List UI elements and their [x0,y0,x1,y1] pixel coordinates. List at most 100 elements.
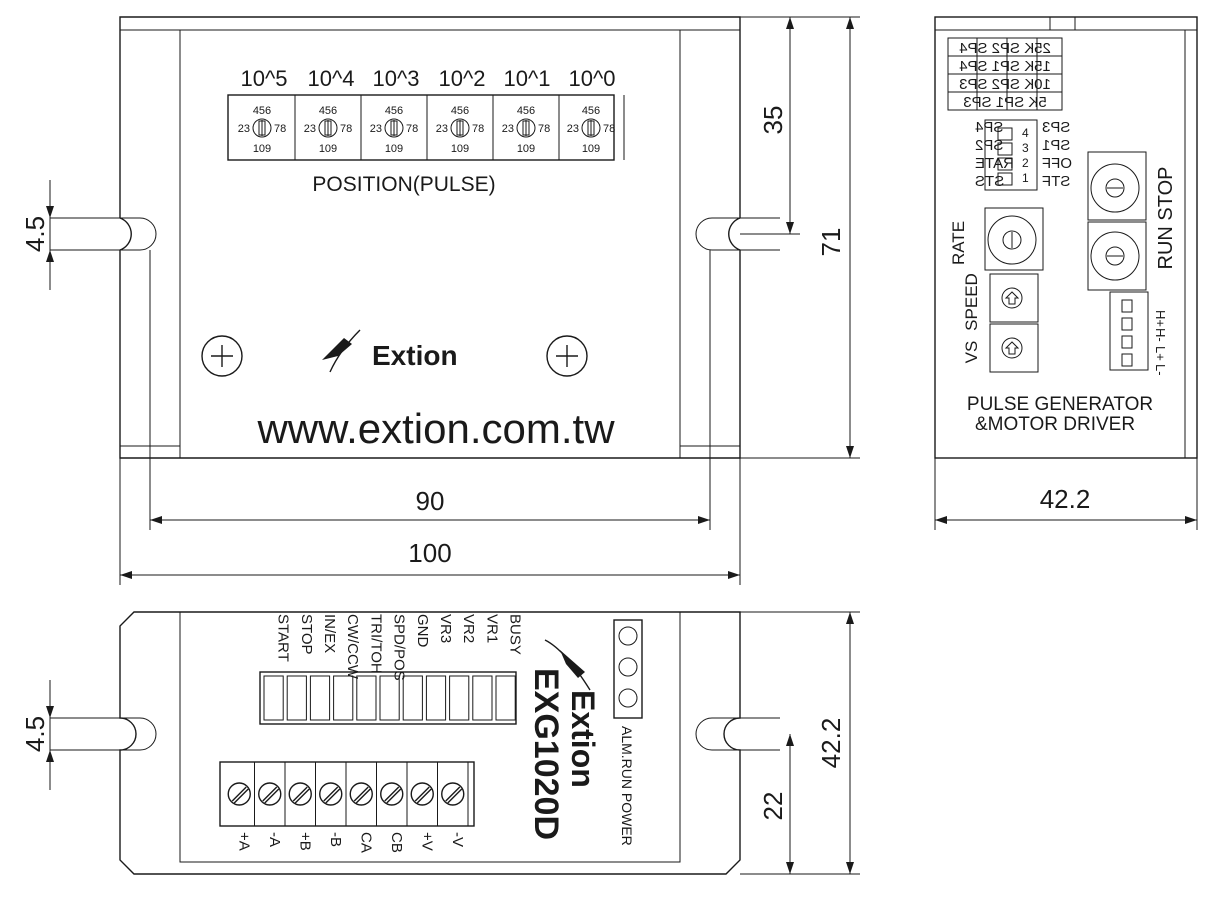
side-view: 25K SP2 SP4 15K SP1 SP4 10K SP2 SP3 5K S… [934,16,1198,459]
height-dimension: 71 [816,228,846,257]
exponent-label: 10^1 [503,66,550,91]
dial-digits-bottom: 109 [517,143,535,155]
run-stop-label: RUN STOP [1155,167,1177,270]
front-brand-name: Extion [565,690,601,788]
table-row: 10K SP2 SP3 [959,76,1051,93]
outer-width-dimension: 100 [408,538,451,568]
terminal-screw-icon [441,782,465,806]
switch-left-label: SP2 [975,137,1003,154]
table-row: 25K SP2 SP4 [959,40,1051,57]
signal-pin [379,675,400,721]
front-slot-dimension: 4.5 [20,716,50,752]
dial-digits-top: 456 [253,105,271,117]
signal-pin [309,675,331,721]
brand-logo: Extion [322,329,458,373]
front-logo-swoosh-icon [544,639,591,691]
front-height-dimension: 42.2 [816,718,846,769]
terminal-screw-icon [349,782,373,806]
dial-digits-bottom: 109 [319,143,337,155]
dial-digits-top: 456 [319,105,337,117]
dial-digits-left: 23 [502,123,514,135]
brand-name: Extion [372,340,458,371]
signal-pin [286,675,307,721]
exponent-label: 10^2 [438,66,485,91]
screw-icon [201,335,243,377]
slot-dimension: 4.5 [20,216,50,252]
position-label: POSITION(PULSE) [312,173,495,196]
switch-left-label: RATE [975,155,1014,172]
signal-label: BUSY [507,614,524,655]
vs-potentiometer-icon [989,323,1039,373]
terminal-label: -A [266,832,283,847]
signal-label: START [275,614,292,662]
signal-label: VR2 [460,614,477,643]
terminal-screw-icon [319,782,343,806]
exponent-label: 10^3 [372,66,419,91]
dial-digits-bottom: 109 [253,143,271,155]
dial-digits-left: 23 [238,123,250,135]
terminal-screw-icon [258,782,282,806]
power-led-icon [618,688,638,708]
dial-digits-bottom: 109 [385,143,403,155]
terminal-screw-icon [380,782,404,806]
signal-label: STOP [298,614,315,655]
signal-label: TRI/TOH [367,614,384,674]
inner-width-dimension: 90 [416,486,445,516]
table-row: 15K SP1 SP4 [959,58,1051,75]
signal-pin [356,675,377,721]
dial-digits-left: 23 [436,123,448,135]
switch-right-label: SP1 [1042,137,1070,154]
signal-label: CW/CCW [344,614,361,680]
terminal-screw-icon [227,782,251,806]
switch-right-label: SP3 [1042,119,1070,136]
switch-left-label: SP4 [975,119,1003,136]
io-label: H- [1153,328,1168,342]
terminal-label: -V [449,832,466,847]
terminal-screw-icon [288,782,312,806]
dial-digits-bottom: 109 [582,143,600,155]
terminal-label: +A [235,832,252,851]
io-connector: H+ H- L+ L- [1109,291,1168,376]
side-view-outline [934,16,1198,459]
io-label: L+ [1153,346,1168,361]
exponent-label: 10^4 [307,66,354,91]
signal-connector [259,671,517,725]
title-line-1: PULSE GENERATOR [967,394,1153,415]
dial-digits-top: 456 [582,105,600,117]
io-label: H+ [1153,310,1168,327]
signal-pin [263,675,284,721]
signal-label: SPD/POS [391,614,408,681]
exponent-label: 10^5 [240,66,287,91]
title-line-2: &MOTOR DRIVER [975,414,1135,435]
alarm-led-icon [618,626,638,646]
terminal-screw-icon [410,782,434,806]
switch-number: 3 [1022,141,1029,155]
terminal-label: +V [418,832,435,851]
signal-label: VR1 [483,614,500,643]
top-view-dimensions: 4.5 35 71 90 100 [20,16,860,585]
signal-pin [449,675,470,721]
signal-pin [425,675,447,721]
io-label: L- [1153,364,1168,376]
right-slot [695,217,780,251]
dip-switch: 4 3 2 1 SP4 SP2 RATE STS SP3 SP1 OFF STF [975,119,1072,191]
dial-digits-right: 78 [340,123,352,135]
switch-number: 1 [1022,171,1029,185]
dial-digits-right: 78 [274,123,286,135]
terminal-label: -B [327,832,344,847]
top-panel [179,29,681,459]
exponent-label: 10^0 [568,66,615,91]
terminal-block [219,761,475,827]
run-led-icon [618,657,638,677]
dial-digits-bottom: 109 [451,143,469,155]
front-view-outline [119,611,741,875]
signal-label: VR3 [437,614,454,643]
